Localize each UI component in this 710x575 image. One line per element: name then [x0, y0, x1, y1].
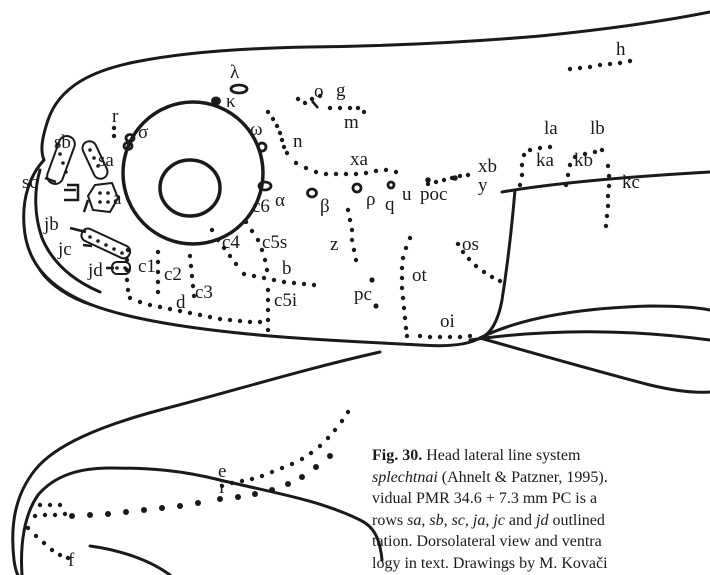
label-u: u: [402, 184, 412, 205]
label-a: a: [113, 188, 122, 209]
label-g: g: [336, 80, 346, 101]
label-lambda: λ: [230, 62, 240, 83]
row-z: [346, 208, 358, 262]
row-ot: [400, 236, 412, 338]
caption-text-2: (Ahnelt & Patzner, 1995).: [438, 469, 608, 486]
pore-omega: [258, 143, 266, 151]
label-jd: jd: [87, 260, 103, 281]
label-ot: ot: [412, 265, 428, 286]
label-kc: kc: [622, 172, 640, 193]
label-h: h: [616, 39, 626, 60]
label-oi: oi: [440, 311, 455, 332]
caption-sep-2: ,: [444, 512, 452, 529]
label-os: os: [462, 234, 479, 255]
label-n: n: [293, 131, 303, 152]
row-ventral-anterior: [33, 503, 67, 518]
label-xb: xb: [478, 156, 497, 177]
row-kc: [604, 164, 611, 228]
row-c5i: [266, 288, 270, 332]
caption-line-2: splechtnai (Ahnelt & Patzner, 1995).: [372, 467, 710, 489]
caption-text-4a: rows: [372, 512, 407, 529]
row-f: [26, 526, 70, 560]
label-jc: jc: [57, 239, 72, 260]
label-c2: c2: [164, 264, 182, 285]
label-c5i: c5i: [274, 290, 297, 311]
label-sc: sc: [22, 172, 38, 193]
label-poc: poc: [420, 184, 447, 205]
row-poc: [425, 175, 458, 183]
pore-rho: [353, 184, 361, 192]
label-b: b: [282, 258, 292, 279]
label-c4: c4: [222, 232, 240, 253]
caption-row-sa: sa: [407, 512, 421, 529]
label-jb: jb: [43, 214, 59, 235]
caption-row-jc: jc: [493, 512, 505, 529]
label-d: d: [176, 292, 186, 313]
label-la: la: [544, 118, 558, 139]
pore-beta: [308, 189, 317, 197]
caption-row-ja: ja: [473, 512, 485, 529]
label-f: f: [68, 550, 75, 571]
label-o: o: [314, 81, 324, 102]
row-r: [112, 126, 116, 138]
ventral-view-outline: [13, 352, 382, 575]
label-r: r: [112, 106, 119, 127]
caption-text-4b: outlined: [548, 512, 604, 529]
label-beta: β: [320, 196, 330, 217]
row-b: [242, 272, 316, 287]
caption-text-1: Head lateral line system: [422, 447, 580, 464]
label-pc: pc: [354, 284, 372, 305]
caption-row-sb: sb: [429, 512, 443, 529]
label-i: i: [219, 477, 224, 498]
pore-rings: [124, 85, 394, 197]
label-sigma: σ: [138, 122, 148, 143]
caption-sep-3: ,: [465, 512, 473, 529]
row-xa: [294, 161, 398, 176]
caption-line-4: rows sa, sb, sc, ja, jc and jd outlined: [372, 510, 710, 532]
caption-line-1: Fig. 30. Head lateral line system: [372, 445, 710, 467]
label-sa: sa: [98, 150, 114, 171]
label-sb: sb: [54, 132, 71, 153]
label-omega: ω: [250, 119, 263, 140]
label-kappa: κ: [226, 91, 236, 112]
label-c3: c3: [195, 282, 213, 303]
caption-row-sc: sc: [452, 512, 465, 529]
caption-and: and: [505, 512, 536, 529]
caption-line-6: logy in text. Drawings by M. Kovači: [372, 553, 710, 575]
label-y: y: [478, 175, 488, 196]
row-n: [266, 110, 289, 155]
label-lb: lb: [590, 118, 605, 139]
label-m: m: [344, 112, 359, 133]
figure-number: Fig. 30.: [372, 447, 422, 464]
label-c1: c1: [138, 256, 156, 277]
pore-kappa: [212, 97, 221, 105]
label-z: z: [330, 234, 338, 255]
caption-row-jd: jd: [536, 512, 548, 529]
label-c5s: c5s: [262, 232, 287, 253]
species-name: splechtnai: [372, 469, 438, 486]
label-rho: ρ: [366, 189, 375, 210]
row-c2: [156, 250, 160, 294]
label-kb: kb: [574, 150, 593, 171]
caption-line-3: vidual PMR 34.6 + 7.3 mm PC is a: [372, 488, 710, 510]
row-h: [568, 59, 632, 71]
label-xa: xa: [350, 149, 369, 170]
label-ka: ka: [536, 150, 555, 171]
row-oi: [418, 334, 472, 339]
figure-caption: Fig. 30. Head lateral line system splech…: [372, 445, 710, 575]
caption-line-5: tation. Dorsolateral view and ventra: [372, 531, 710, 553]
row-e: [220, 410, 350, 488]
label-q: q: [385, 194, 395, 215]
label-c6: c6: [252, 196, 270, 217]
label-alpha: α: [275, 190, 285, 211]
